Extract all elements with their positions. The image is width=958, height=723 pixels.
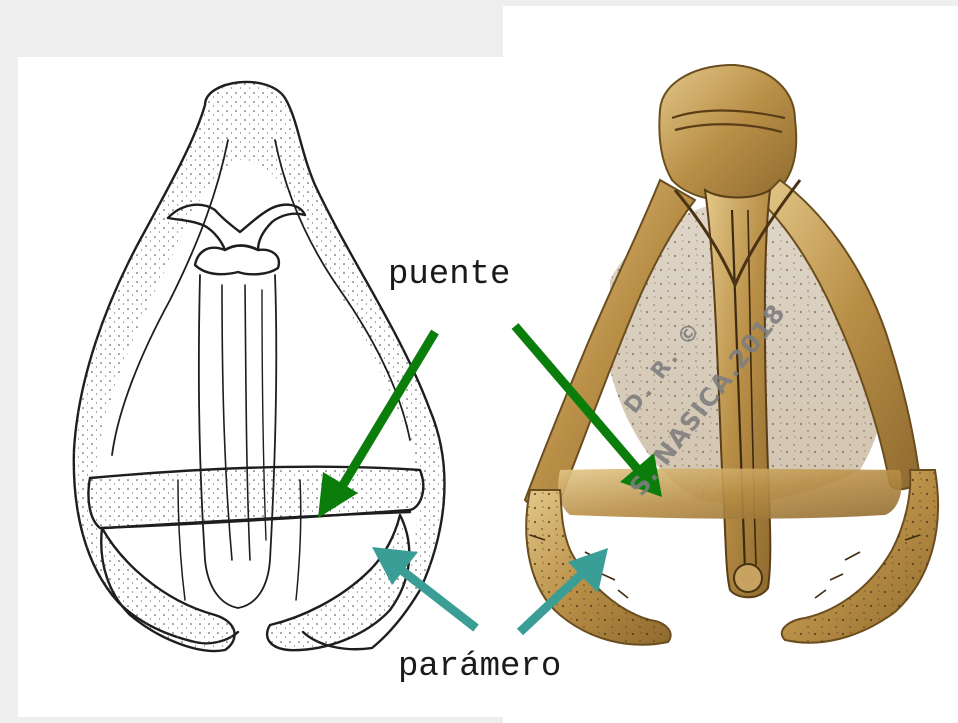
top-cap — [659, 65, 796, 202]
paramere-label: parámero — [398, 650, 561, 684]
bridge-label: puente — [388, 258, 510, 292]
paramere-right — [267, 515, 409, 650]
ring — [195, 246, 279, 275]
median-lobe — [199, 275, 277, 608]
photo-bridge — [558, 469, 901, 519]
